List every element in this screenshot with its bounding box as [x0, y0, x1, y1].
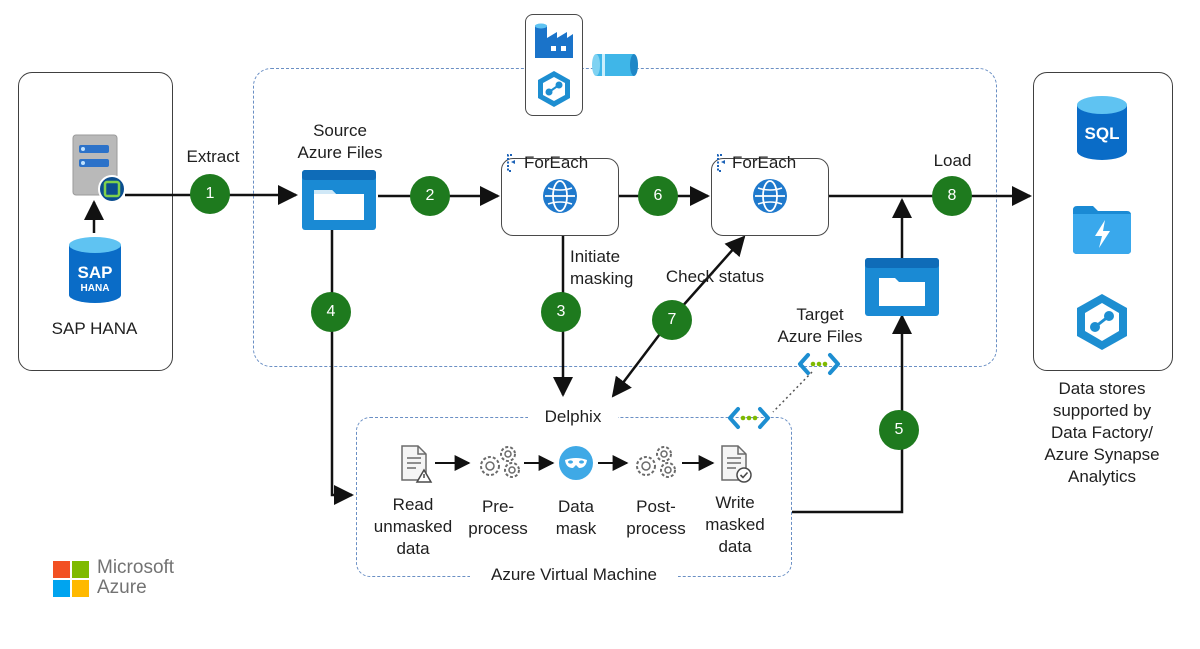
- pipeline-step-preprocess: Pre- process: [468, 497, 528, 538]
- synapse-analytics-icon: [1077, 294, 1127, 350]
- load-label: Load: [933, 151, 972, 170]
- extract-label: Extract: [186, 147, 240, 166]
- source-label: Source Azure Files: [297, 121, 383, 162]
- svg-text:HANA: HANA: [81, 283, 110, 294]
- server-icon: [72, 134, 126, 203]
- step-badge-2: 2: [410, 176, 450, 216]
- gears-icon: [480, 446, 520, 478]
- foreach-1-label: ForEach: [524, 153, 589, 172]
- sap-hana-icon: SAP HANA: [69, 237, 121, 303]
- step-badge-1: 1: [190, 174, 230, 214]
- pipeline-step-write: Write masked data: [705, 493, 765, 556]
- pipeline-step-postprocess: Post- process: [626, 497, 686, 538]
- data-factory-icon: [535, 23, 573, 58]
- data-stores-caption: Data stores supported by Data Factory/ A…: [1044, 379, 1160, 486]
- step-badge-3: 3: [541, 292, 581, 332]
- azure-vm-label: Azure Virtual Machine: [470, 564, 678, 586]
- mask-icon: [559, 446, 593, 480]
- microsoft-azure-wordmark: Microsoft Azure: [97, 557, 175, 598]
- step4-arrow: [330, 230, 354, 505]
- step-badge-4: 4: [311, 292, 351, 332]
- step5-arrow: [792, 314, 912, 514]
- foreach-2-label: ForEach: [732, 153, 797, 172]
- check-status-label: Check status: [665, 267, 765, 286]
- private-endpoint-icon: [798, 353, 840, 375]
- gears-icon: [636, 446, 676, 478]
- synapse-icon: [538, 71, 570, 107]
- globe-icon: [543, 179, 577, 213]
- step-badge-6: 6: [638, 176, 678, 216]
- private-link-dotted: [772, 371, 813, 413]
- document-check-icon: [721, 445, 752, 483]
- private-endpoint-icon: [728, 407, 770, 429]
- step-badge-7: 7: [652, 300, 692, 340]
- step-badge-5: 5: [879, 410, 919, 450]
- svg-text:SAP: SAP: [78, 263, 113, 282]
- delphix-title: Delphix: [528, 406, 618, 428]
- sap-hana-container: [18, 72, 173, 371]
- microsoft-logo-icon: [53, 561, 89, 597]
- initiate-masking-label: Initiate masking: [570, 247, 634, 288]
- target-label: Target Azure Files: [777, 305, 863, 346]
- document-warning-icon: [401, 445, 433, 483]
- step-badge-8: 8: [932, 176, 972, 216]
- pipeline-icon: [592, 54, 638, 76]
- target-files-icon: [865, 258, 939, 316]
- sap-hana-label: SAP HANA: [51, 319, 138, 338]
- pipeline-step-mask: Data mask: [555, 497, 597, 538]
- svg-text:SQL: SQL: [1085, 124, 1120, 143]
- source-files-icon: [302, 170, 376, 230]
- pipeline-step-read: Read unmasked data: [373, 495, 453, 558]
- foreach-bracket-icon: [717, 154, 725, 172]
- globe-icon: [753, 179, 787, 213]
- foreach-bracket-icon: [507, 154, 515, 172]
- file-storage-icon: [1073, 206, 1131, 254]
- sql-database-icon: SQL: [1077, 96, 1127, 160]
